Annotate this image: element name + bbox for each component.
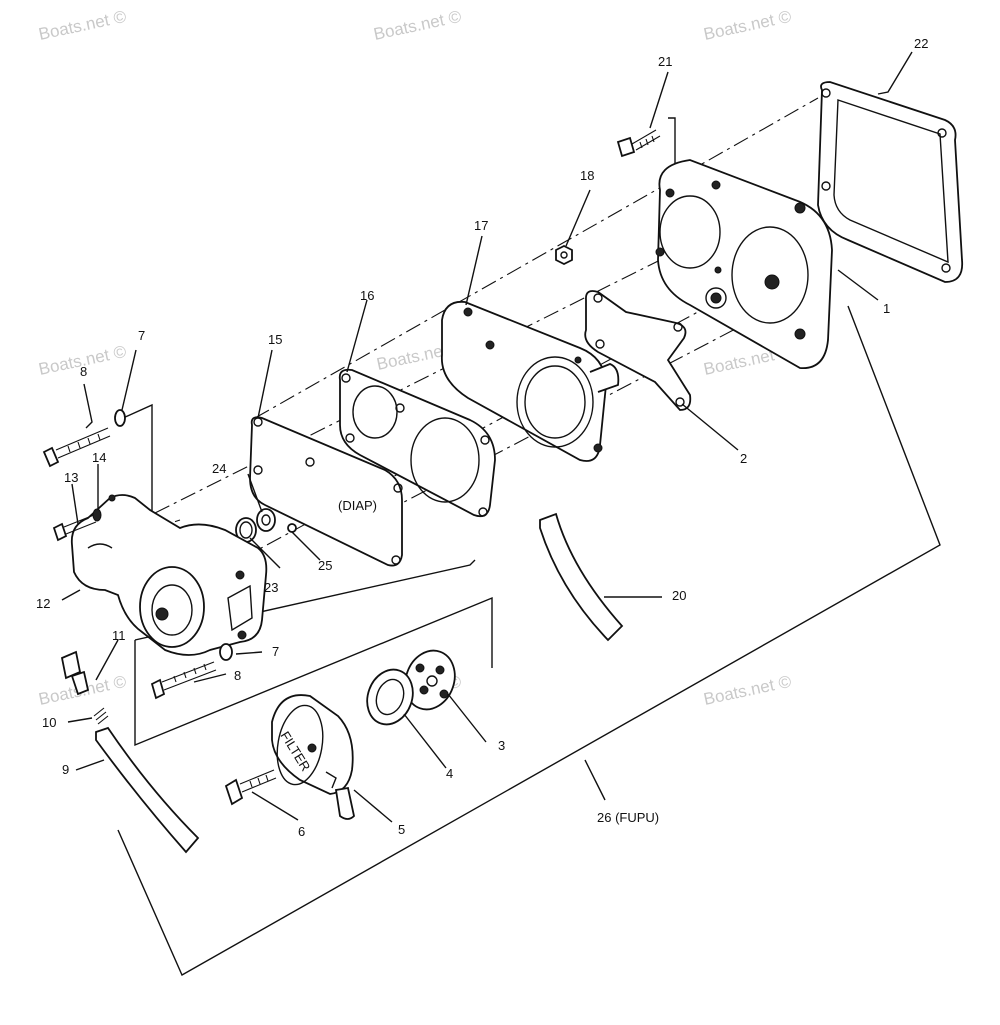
label-17: 17 (474, 218, 488, 233)
label-21: 21 (658, 54, 672, 69)
watermark: Boats.net © (372, 7, 464, 44)
label-8-lower: 8 (234, 668, 241, 683)
hose-20 (539, 512, 624, 642)
screw-8-lower (150, 661, 217, 700)
washer-14 (92, 508, 102, 522)
label-8-upper: 8 (80, 364, 87, 379)
bracket-plate-2 (584, 290, 692, 411)
label-6: 6 (298, 824, 305, 839)
screw-21 (616, 129, 661, 158)
filter-bowl-5: FILTER (271, 694, 355, 820)
watermark: Boats.net © (702, 7, 794, 44)
label-13: 13 (64, 470, 78, 485)
label-14: 14 (92, 450, 106, 465)
seal-24 (256, 508, 276, 532)
screw-8-upper (42, 427, 111, 468)
gasket-22 (817, 81, 964, 283)
leader-lines (61, 51, 913, 823)
washer-7-upper (114, 409, 126, 427)
label-diap: (DIAP) (338, 498, 377, 513)
label-1: 1 (883, 301, 890, 316)
label-9: 9 (62, 762, 69, 777)
gasket-ring-4 (366, 668, 414, 726)
label-4: 4 (446, 766, 453, 781)
label-26-fupu: 26 (FUPU) (597, 810, 659, 825)
pump-body-17 (441, 300, 620, 462)
label-12: 12 (36, 596, 50, 611)
label-24: 24 (212, 461, 226, 476)
pin-25 (287, 523, 297, 533)
label-22: 22 (914, 36, 928, 51)
washer-7-lower (219, 643, 233, 661)
label-3: 3 (498, 738, 505, 753)
watermark: Boats.net © (37, 7, 129, 44)
label-10: 10 (42, 715, 56, 730)
label-11: 11 (112, 628, 126, 643)
filter-plate-3 (404, 649, 456, 711)
screw-6 (224, 769, 277, 806)
callout-labels: 1 2 3 4 5 6 7 7 8 8 9 10 11 12 13 14 15 … (36, 36, 928, 839)
hose-9 (95, 726, 200, 854)
screw-13 (52, 514, 97, 542)
label-15: 15 (268, 332, 282, 347)
label-23: 23 (264, 580, 278, 595)
label-25: 25 (318, 558, 332, 573)
fitting-11 (60, 650, 90, 696)
clamp-10 (93, 707, 109, 725)
label-18: 18 (580, 168, 594, 183)
label-7-lower: 7 (272, 644, 279, 659)
label-16: 16 (360, 288, 374, 303)
pump-cover-1 (655, 159, 833, 369)
label-20: 20 (672, 588, 686, 603)
label-5: 5 (398, 822, 405, 837)
label-7-upper: 7 (138, 328, 145, 343)
label-2: 2 (740, 451, 747, 466)
nut-18 (555, 244, 573, 266)
watermark: Boats.net © (702, 672, 794, 709)
pump-housing-12 (70, 494, 268, 656)
